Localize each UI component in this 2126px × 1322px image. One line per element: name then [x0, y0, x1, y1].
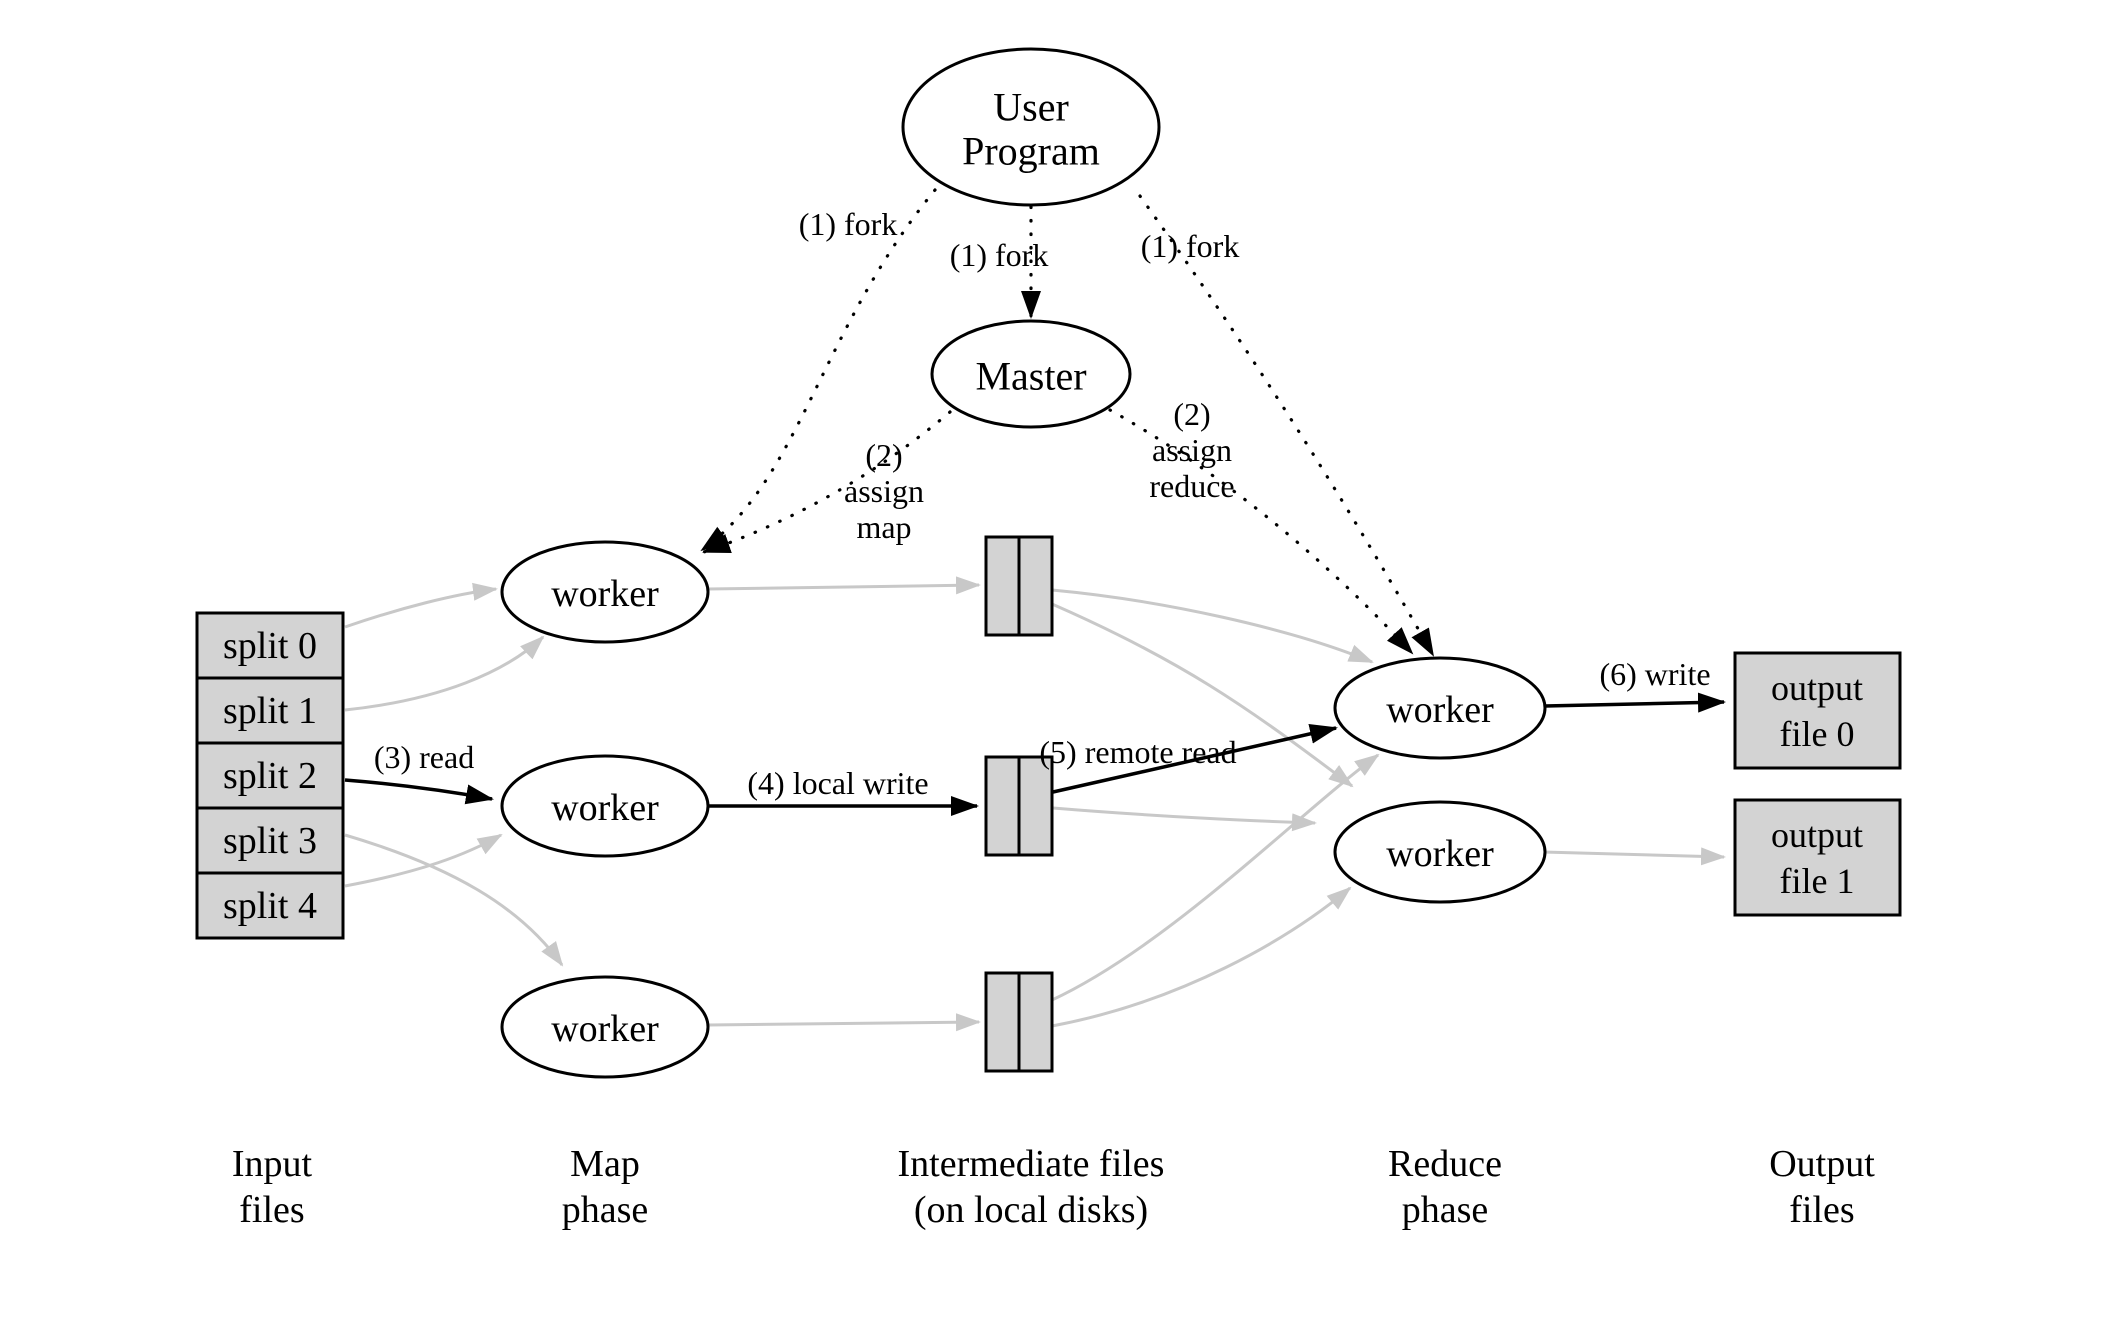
map-worker-2: worker — [500, 754, 710, 858]
fork-left-label: (1) fork — [799, 206, 898, 242]
arrow-reduce-worker2-to-output-file1 — [1542, 847, 1726, 866]
master-label: Master — [975, 354, 1086, 399]
black-edges — [344, 692, 1726, 816]
gray-edges — [344, 576, 1726, 1032]
map-phase-label-line1: Map — [570, 1143, 640, 1185]
split-4-label: split 4 — [223, 885, 317, 927]
split-0-box — [195, 611, 345, 680]
arrow-split0-to-map-worker1 — [344, 582, 498, 629]
reduce-worker-2-label: worker — [1386, 833, 1494, 875]
map-worker-3: worker — [500, 975, 710, 1079]
assign-map-label-line3: map — [856, 509, 911, 545]
arrow-file3-to-reduce-worker1 — [1051, 753, 1380, 1002]
intermediate-files-label-line2: (on local disks) — [914, 1189, 1148, 1231]
map-worker-3-ellipse — [500, 975, 710, 1079]
column-labels: Input files Map phase Intermediate files… — [232, 1143, 1875, 1231]
user-program-label-line1: User — [993, 85, 1069, 130]
reduce-worker-1: worker — [1333, 656, 1547, 760]
split-0-label: split 0 — [223, 625, 317, 667]
arrow-file3-to-reduce-worker2 — [1051, 886, 1352, 1028]
reduce-worker-2-ellipse — [1333, 800, 1547, 904]
input-files-label-line2: files — [239, 1189, 304, 1231]
output-file-1-box — [1733, 798, 1902, 917]
edge-labels: (1) fork (1) fork (1) fork (2) assign ma… — [374, 206, 1711, 801]
arrow-remote-read-file2-to-reduce-worker1 — [1052, 723, 1338, 794]
local-write-label: (4) local write — [747, 765, 928, 801]
intermediate-file-1 — [984, 535, 1054, 637]
master-node: Master — [930, 319, 1132, 429]
arrow-map-worker3-to-file3 — [707, 1013, 981, 1032]
arrow-split4-to-map-worker2 — [344, 833, 503, 888]
output-file-0-label-line2: file 0 — [1780, 714, 1855, 754]
arrow-file2-to-reduce-worker2 — [1052, 806, 1317, 832]
assign-map-label-line2: assign — [844, 473, 924, 509]
dotted-edges — [700, 188, 1435, 657]
assign-map-label-line1: (2) — [865, 437, 902, 473]
map-worker-1-label: worker — [551, 573, 659, 615]
assign-reduce-label-line1: (2) — [1173, 396, 1210, 432]
user-program-label-line2: Program — [962, 129, 1100, 174]
fork-middle-label: (1) fork — [950, 237, 1049, 273]
arrow-map-worker1-to-file1 — [707, 576, 981, 595]
read-label: (3) read — [374, 739, 474, 775]
assign-reduce-label-line3: reduce — [1149, 468, 1234, 504]
arrow-file1-to-reduce-worker2 — [1051, 602, 1354, 788]
user-program-node: User Program — [901, 47, 1161, 207]
split-2-label: split 2 — [223, 755, 317, 797]
reduce-worker-1-label: worker — [1386, 689, 1494, 731]
output-file-0: output file 0 — [1733, 651, 1902, 770]
reduce-worker-2: worker — [1333, 800, 1547, 904]
fork-right-label: (1) fork — [1141, 228, 1240, 264]
arrow-split3-to-map-worker3 — [344, 833, 564, 967]
output-files-label-line1: Output — [1769, 1143, 1875, 1185]
output-files-label-line2: files — [1789, 1189, 1854, 1231]
arrow-read-split2-to-map-worker2 — [344, 778, 494, 805]
split-1-box — [195, 676, 345, 745]
output-file-1-label-line1: output — [1771, 815, 1863, 855]
output-file-0-box — [1733, 651, 1902, 770]
arrow-assign-reduce-master-to-reduce-worker1 — [1108, 408, 1414, 655]
map-phase-label-line2: phase — [562, 1189, 649, 1231]
intermediate-file-2 — [984, 755, 1054, 857]
split-3-label: split 3 — [223, 820, 317, 862]
input-files-label-line1: Input — [232, 1143, 313, 1185]
arrow-write-reduce-worker1-to-output-file0 — [1544, 692, 1726, 713]
map-worker-2-label: worker — [551, 787, 659, 829]
split-1-label: split 1 — [223, 690, 317, 732]
master-ellipse — [930, 319, 1132, 429]
map-worker-1-ellipse — [500, 540, 710, 644]
output-file-1: output file 1 — [1733, 798, 1902, 917]
remote-read-label: (5) remote read — [1039, 734, 1236, 770]
split-4-box — [195, 871, 345, 940]
map-worker-1: worker — [500, 540, 710, 644]
intermediate-files-label-line1: Intermediate files — [898, 1143, 1165, 1185]
reduce-phase-label-line1: Reduce — [1388, 1143, 1502, 1185]
reduce-worker-1-ellipse — [1333, 656, 1547, 760]
arrow-file1-to-reduce-worker1 — [1051, 588, 1374, 664]
intermediate-file-3 — [984, 971, 1054, 1073]
user-program-ellipse — [901, 47, 1161, 207]
output-file-0-label-line1: output — [1771, 668, 1863, 708]
arrow-split1-to-map-worker1 — [344, 635, 545, 712]
split-3-box — [195, 806, 345, 875]
map-worker-2-ellipse — [500, 754, 710, 858]
output-file-1-label-line2: file 1 — [1780, 861, 1855, 901]
reduce-phase-label-line2: phase — [1402, 1189, 1489, 1231]
assign-reduce-label-line2: assign — [1152, 432, 1232, 468]
input-splits-stack: split 0 split 1 split 2 split 3 split 4 — [195, 611, 345, 940]
write-label: (6) write — [1599, 656, 1710, 692]
map-worker-3-label: worker — [551, 1008, 659, 1050]
